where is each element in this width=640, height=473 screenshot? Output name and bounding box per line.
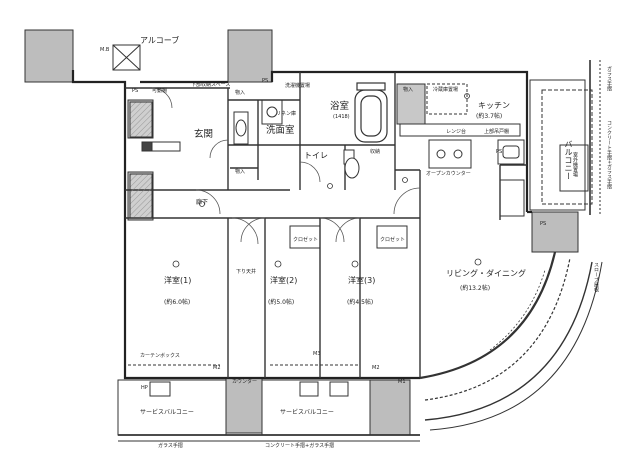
closet2-label: クロゼット — [293, 237, 319, 243]
range-label: レンジ台 — [446, 129, 467, 135]
balcony-area — [499, 60, 601, 217]
linen-label: リネン庫 — [276, 111, 297, 117]
alcove-label: アルコーブ — [140, 36, 180, 45]
curved-balcony — [419, 251, 603, 431]
bath-size-label: (1418) — [333, 114, 350, 120]
open-counter-label: オープンカウンター — [426, 171, 471, 177]
curtain-box-label: カーテンボックス — [140, 353, 180, 359]
laundry-space — [261, 99, 283, 125]
western2-label: 洋室(2) — [270, 276, 298, 285]
interior-walls — [125, 72, 527, 378]
western2-size-label: (約5.0帖) — [268, 299, 295, 306]
bath-label: 浴室 — [330, 101, 350, 112]
ps-top-label: PS — [262, 78, 269, 84]
hp-label: HP — [141, 385, 148, 391]
door-swings — [151, 87, 421, 245]
laundry-label: 洗濯機置場 — [285, 83, 311, 89]
toilet-fixture — [343, 149, 360, 179]
toilet-label: トイレ — [304, 151, 328, 160]
wash-basin — [233, 111, 249, 145]
bathtub — [354, 82, 388, 143]
closet3-label: クロゼット — [380, 237, 406, 243]
cupboard-label: 上部吊戸棚 — [484, 129, 510, 135]
storage-entry-label: 物入 — [235, 90, 246, 96]
shoe-stock-label: 下部収納スペース — [191, 82, 231, 88]
western1-size-label: (約6.0帖) — [164, 299, 191, 306]
m1-label: M1 — [398, 379, 406, 385]
western3-label: 洋室(3) — [348, 276, 376, 285]
kitchen-size-label: (約3.7帖) — [476, 113, 503, 120]
m-mid-label: M2 — [372, 365, 380, 371]
concrete-rail-right-label: コンクリート手摺+ガラス手摺 — [606, 120, 612, 190]
living-size-label: (約13.2帖) — [460, 285, 491, 292]
hallway-label: 廊下 — [196, 199, 209, 206]
shoe-storage — [129, 101, 181, 219]
kitchen-counters — [399, 83, 525, 169]
mb-label: M.B — [100, 47, 110, 53]
storage-kitchen-label: 物入 — [403, 87, 414, 93]
storage-wash-label: 物入 — [235, 169, 246, 175]
service-balcony-right-label: サービスバルコニー — [280, 409, 334, 416]
slope-roof-label: スロープ屋根 — [593, 262, 599, 292]
glass-rail-right-label: ガラス手摺 — [606, 66, 612, 91]
western1-label: 洋室(1) — [164, 276, 192, 285]
kitchen-label: キッチン — [478, 101, 510, 110]
ps-balcony-label: PS — [540, 221, 547, 227]
mb-shaft — [112, 44, 141, 71]
fridge-label: 冷蔵庫置場 — [433, 87, 459, 93]
counter-label: カウンター — [232, 379, 258, 385]
service-balcony-left-label: サービスバルコニー — [140, 409, 194, 416]
outdoor-unit-label: 室外機置場 — [572, 152, 578, 177]
entrance-label: 玄関 — [194, 129, 214, 140]
outer-walls — [71, 70, 532, 380]
movable-shelf-label: 可動棚 — [152, 88, 168, 94]
storage-toilet-label: 収納 — [370, 149, 381, 155]
balcony-label: バルコニー — [564, 140, 573, 180]
service-balconies — [117, 364, 420, 442]
ps-left-label: PS — [132, 88, 139, 94]
washroom-label: 洗面室 — [266, 125, 295, 136]
m3-label: M3 — [313, 351, 321, 357]
western3-size-label: (約4.5帖) — [347, 299, 374, 306]
m-left-label: M2 — [213, 365, 221, 371]
fixture-symbols — [172, 93, 482, 268]
glass-rail-bottom-label: ガラス手摺 — [158, 443, 183, 449]
structural-columns — [24, 29, 579, 436]
downwall-label: 下り天井 — [236, 269, 257, 275]
living-label: リビング・ダイニング — [446, 269, 526, 278]
closets — [289, 225, 408, 249]
ps-right-label: PS — [496, 149, 503, 155]
concrete-rail-bottom-label: コンクリート手摺+ガラス手摺 — [265, 443, 335, 449]
